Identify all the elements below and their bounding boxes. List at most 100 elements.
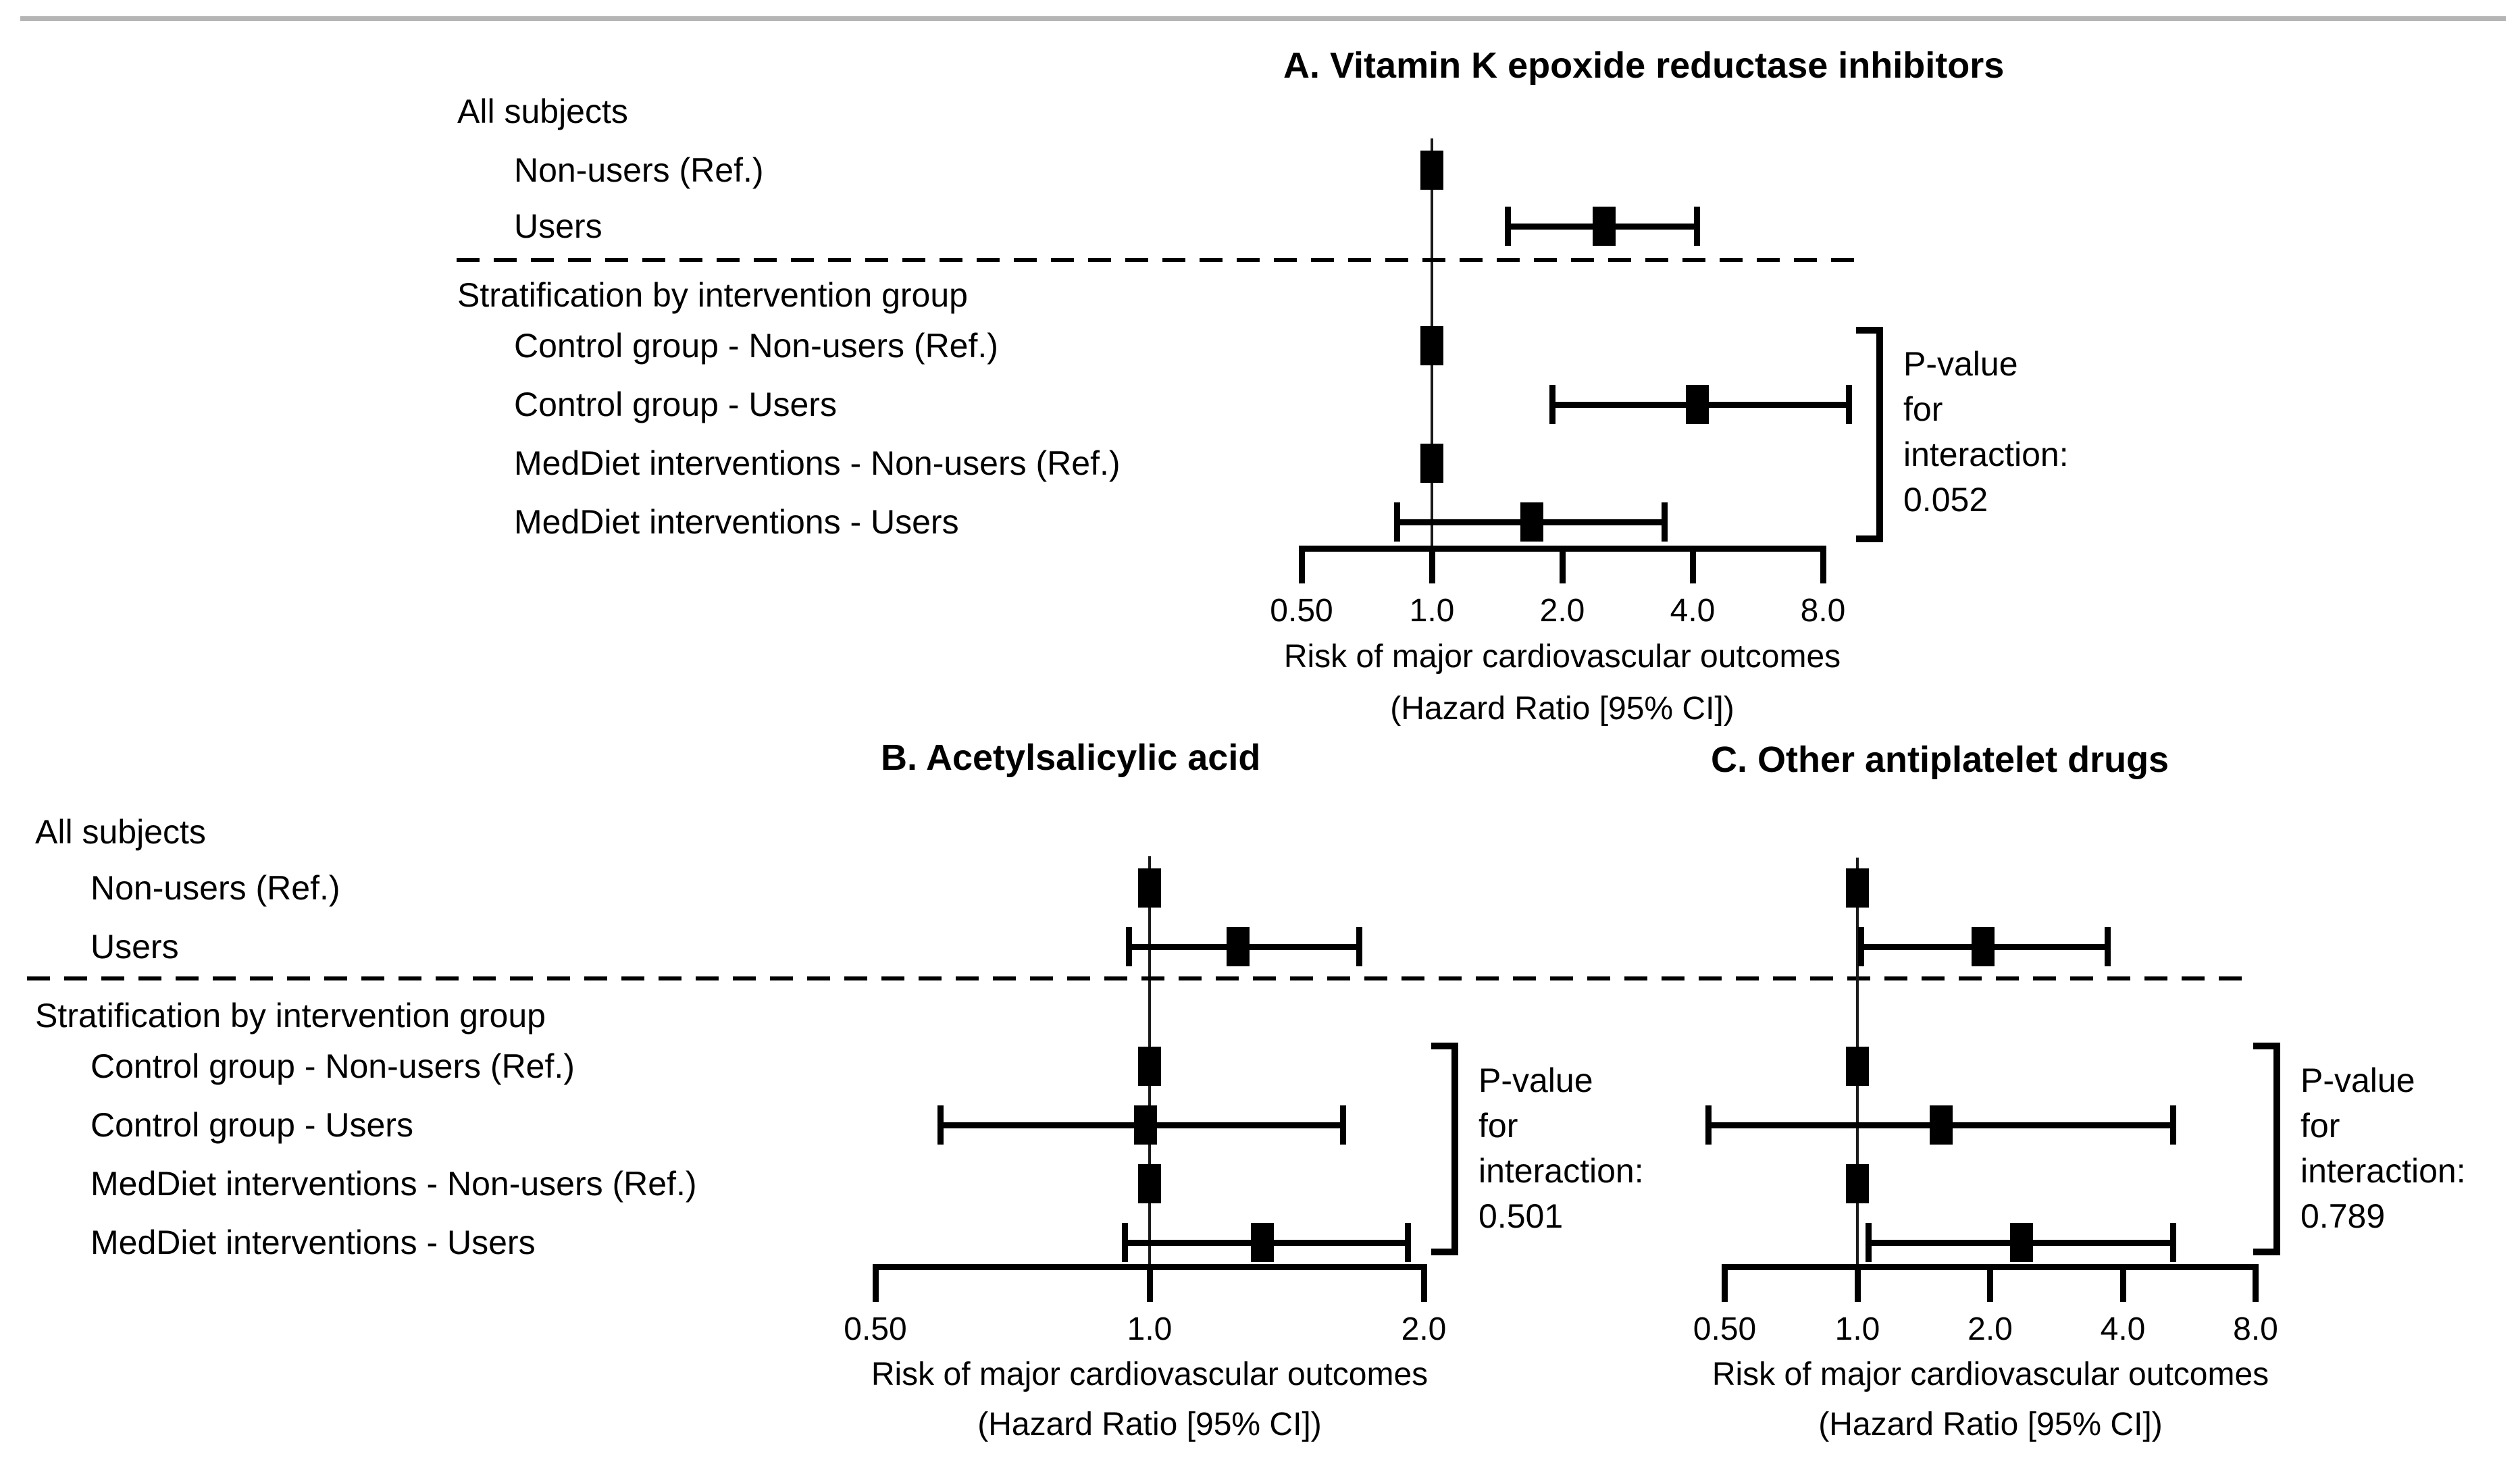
hr-square-marker [1685,385,1709,424]
x-axis-tick [1559,545,1566,583]
ci-cap-left [1122,1223,1129,1262]
ci-cap-right [1662,502,1668,542]
ci-cap-right [1846,385,1853,424]
row-header-label: All subjects [457,93,628,130]
hr-square-marker [1972,927,1995,966]
hr-square-marker [1226,927,1250,966]
ci-cap-right [1339,1105,1346,1145]
p-value-note-line: for [2300,1107,2340,1145]
hr-square-marker [1251,1223,1275,1262]
x-tick-label: 8.0 [1800,593,1846,629]
p-value-note-line: 0.789 [2300,1197,2386,1235]
ci-cap-left [1505,207,1512,246]
x-axis-tick [1146,1263,1153,1302]
bracket-tick-top [2253,1043,2273,1049]
ci-cap-left [937,1105,944,1145]
x-axis-caption2: (Hazard Ratio [95% CI]) [977,1407,1322,1442]
hr-square-marker [1520,502,1543,542]
x-tick-label: 1.0 [1834,1311,1880,1347]
section-divider-dashed [27,976,2246,980]
ref-square-marker [1846,1047,1869,1086]
x-axis-tick [1689,545,1696,583]
top-divider-rule [20,16,2506,21]
x-tick-label: 1.0 [1409,593,1455,629]
row-label: Control group - Non-users (Ref.) [91,1047,575,1085]
p-value-note-line: interaction: [1903,436,2069,473]
row-label: Control group - Non-users (Ref.) [514,327,998,365]
ci-cap-right [2169,1105,2176,1145]
ci-cap-left [1866,1223,1872,1262]
p-value-note-line: P-value [1478,1062,1593,1099]
hr-square-marker [1930,1105,1953,1145]
ci-cap-right [2105,927,2111,966]
x-axis-caption: Risk of major cardiovascular outcomes [871,1357,1429,1392]
row-label: Users [514,207,602,245]
bracket-vertical [1876,327,1883,542]
ci-cap-right [1694,207,1701,246]
x-axis-caption: Risk of major cardiovascular outcomes [1712,1357,2269,1392]
x-axis-tick [2253,1263,2259,1302]
panel-c-title: C. Other antiplatelet drugs [1711,739,2169,780]
x-axis-caption2: (Hazard Ratio [95% CI]) [1390,691,1734,727]
x-axis-tick [1820,545,1826,583]
p-value-note: P-value for interaction: 0.789 [2300,1058,2466,1239]
x-tick-label: 4.0 [2100,1311,2146,1347]
p-value-note-line: for [1903,390,1943,428]
hr-square-marker [1134,1105,1158,1145]
x-axis-tick [1722,1263,1728,1302]
ci-cap-left [1393,502,1400,542]
ci-cap-right [1404,1223,1411,1262]
x-axis-tick [1429,545,1435,583]
row-label: MedDiet interventions - Users [91,1224,536,1261]
x-axis-tick [1298,545,1305,583]
row-label: Control group - Users [91,1106,413,1144]
ref-square-marker [1138,1047,1161,1086]
ci-cap-left [1126,927,1133,966]
hr-square-marker [1593,207,1616,246]
x-tick-label: 2.0 [1968,1311,2013,1347]
ci-cap-left [1858,927,1865,966]
row-label: Users [91,928,179,966]
x-tick-label: 2.0 [1401,1311,1447,1347]
ci-cap-right [1356,927,1363,966]
p-value-note-line: interaction: [1478,1152,1644,1190]
row-label: Non-users (Ref.) [514,151,764,189]
x-tick-label: 0.50 [1693,1311,1757,1347]
bracket-tick-bottom [2253,1249,2273,1255]
x-axis-tick [1854,1263,1861,1302]
row-header-label: Stratification by intervention group [35,997,546,1035]
ref-square-marker [1138,1164,1161,1203]
row-label: MedDiet interventions - Non-users (Ref.) [514,444,1121,482]
ci-cap-left [1705,1105,1712,1145]
row-label: MedDiet interventions - Non-users (Ref.) [91,1165,697,1203]
x-axis-caption2: (Hazard Ratio [95% CI]) [1818,1407,2163,1442]
x-tick-label: 8.0 [2233,1311,2278,1347]
ref-square-marker [1420,444,1443,483]
bracket-tick-bottom [1431,1249,1451,1255]
x-axis-tick [872,1263,879,1302]
panel-a-title: A. Vitamin K epoxide reductase inhibitor… [1283,45,2005,86]
p-value-note-line: interaction: [2300,1152,2466,1190]
panel-b-title: B. Acetylsalicylic acid [881,737,1261,778]
bracket-vertical [2273,1043,2280,1255]
ref-square-marker [1420,151,1443,190]
row-label: Control group - Users [514,386,837,423]
bracket-tick-top [1856,327,1876,334]
ci-cap-right [2169,1223,2176,1262]
x-axis-tick [1987,1263,1993,1302]
row-label: Non-users (Ref.) [91,869,340,907]
x-tick-label: 4.0 [1670,593,1716,629]
ref-square-marker [1846,868,1869,908]
p-value-note-line: P-value [2300,1062,2415,1099]
ref-square-marker [1846,1164,1869,1203]
x-axis-caption: Risk of major cardiovascular outcomes [1283,639,1841,675]
ref-square-marker [1420,326,1443,365]
x-axis-tick [2119,1263,2126,1302]
p-value-note-line: 0.501 [1478,1197,1564,1235]
ref-square-marker [1138,868,1161,908]
hr-square-marker [2010,1223,2034,1262]
x-tick-label: 1.0 [1127,1311,1173,1347]
